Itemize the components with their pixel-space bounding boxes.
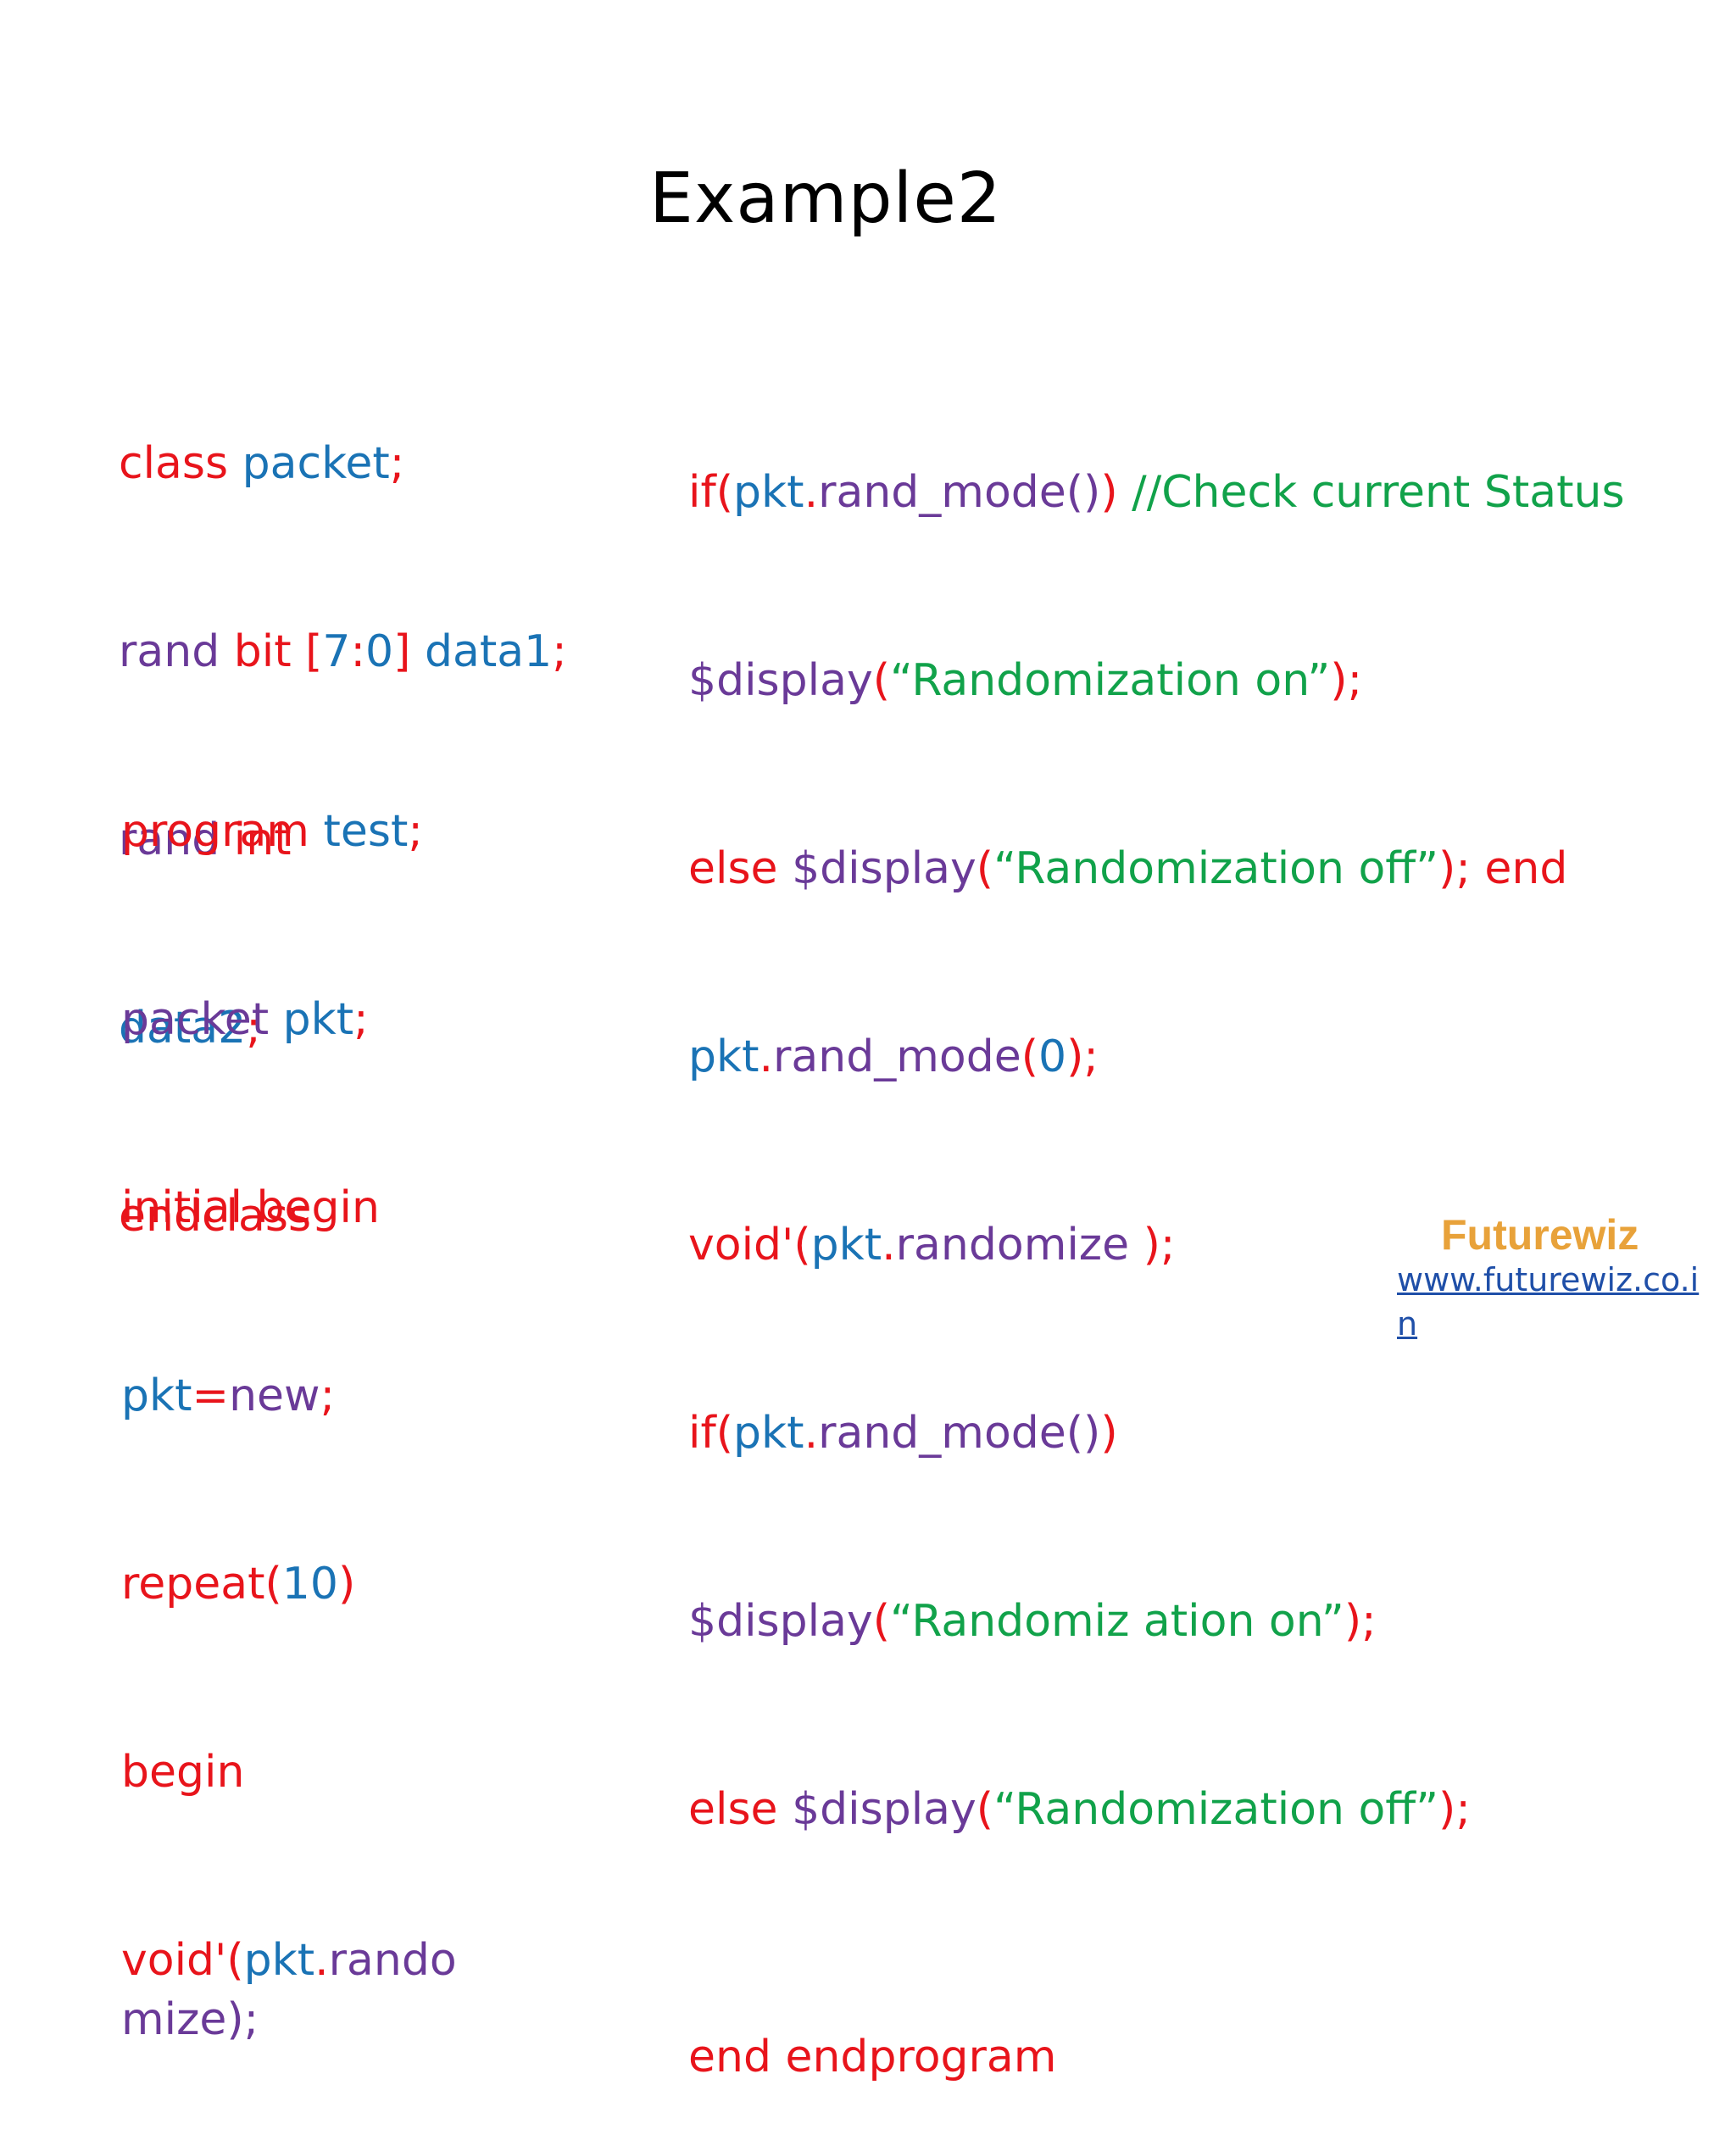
class-code-block: class packet; rand bit [7:0] data1; rand…: [119, 315, 593, 1305]
code-line: repeat(10): [121, 1559, 356, 1610]
code-line: $display(“Randomiz ation on”);: [688, 1596, 1377, 1647]
website-link[interactable]: www.futurewiz.co.in: [1397, 1261, 1700, 1343]
code-line: rand bit [7:0] data1;: [119, 626, 567, 677]
slide-title: Example2: [649, 158, 1002, 239]
brand-logo-text: Futurewiz: [1441, 1211, 1639, 1259]
code-line: if(pkt.rand_mode()) //Check current Stat…: [688, 467, 1625, 518]
code-line: else $display(“Randomization off”); end: [688, 843, 1568, 894]
code-line: packet pkt;: [121, 994, 369, 1045]
code-line: begin: [121, 1747, 245, 1798]
program-code-block: program test; packet pkt; initial begin …: [121, 683, 596, 2109]
code-line: rand int: [119, 814, 292, 865]
code-line: data2;: [119, 1003, 261, 1054]
code-line: program test;: [121, 806, 423, 857]
code-line: pkt=new;: [121, 1370, 336, 1421]
code-line: void'(pkt.rando mize);: [121, 1935, 471, 2045]
code-line: endclass: [119, 1191, 312, 1242]
code-line: pkt.rand_mode(0);: [688, 1031, 1099, 1082]
code-line: initial begin: [121, 1182, 380, 1233]
code-line: void'(pkt.randomize );: [688, 1220, 1176, 1270]
code-line: $display(“Randomization on”);: [688, 655, 1363, 706]
code-line: class packet;: [119, 438, 405, 489]
code-line: if(pkt.rand_mode()): [688, 1408, 1118, 1459]
code-line: end endprogram: [688, 2032, 1057, 2082]
code-line: else $display(“Randomization off”);: [688, 1784, 1471, 1835]
